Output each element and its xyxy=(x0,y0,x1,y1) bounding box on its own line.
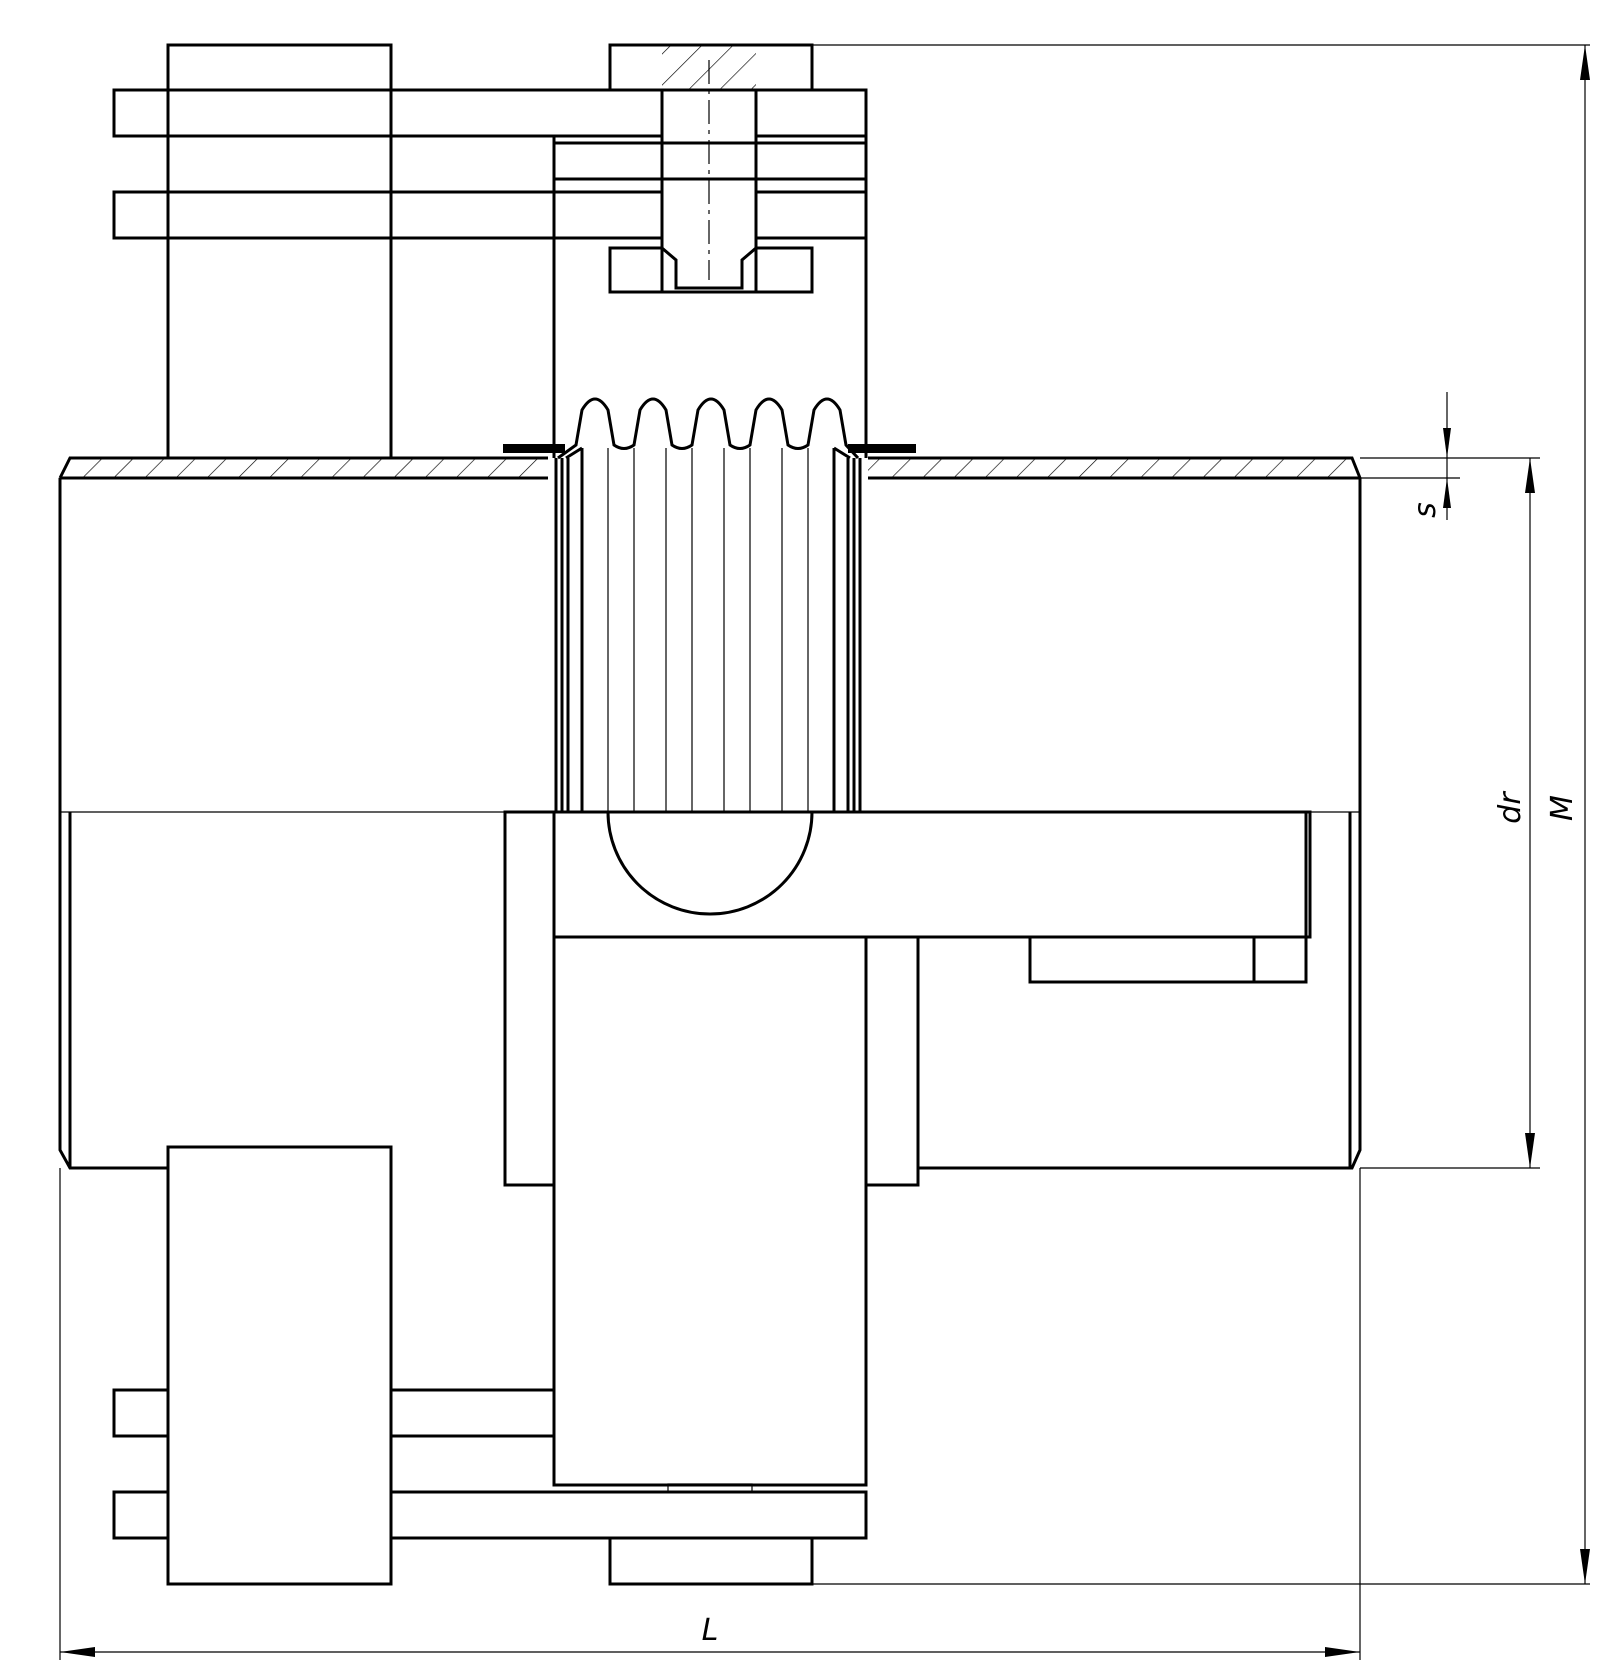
right-guide xyxy=(864,935,920,1187)
bellows-convolutions xyxy=(557,397,860,460)
center-block xyxy=(552,935,868,1487)
upper-left-post-cap xyxy=(166,43,393,92)
pipe-right-outline xyxy=(868,456,1362,1170)
weld-left xyxy=(503,444,565,453)
bellows xyxy=(503,397,916,916)
bottom-nut xyxy=(608,1536,814,1586)
bellows-inner-right xyxy=(833,446,851,460)
sleeve-step xyxy=(1028,812,1308,984)
pipe-left-outline xyxy=(58,456,548,1170)
left-guide xyxy=(503,810,556,1187)
upper-plate-1-right xyxy=(754,88,868,138)
bolt xyxy=(660,88,758,290)
lower-nut-right xyxy=(754,246,814,294)
bolt-end xyxy=(667,1483,753,1492)
dimensions: M dr s L xyxy=(59,44,1590,1660)
dim-s-label: s xyxy=(1408,502,1443,518)
upper-assembly xyxy=(112,43,868,458)
lower-rod-2-left xyxy=(112,1490,170,1540)
pipe-wall-right-hatch xyxy=(868,458,1360,478)
pipe-wall-left-hatch xyxy=(60,458,548,478)
dim-dr-label: dr xyxy=(1493,791,1528,824)
bellows-plies xyxy=(554,448,862,812)
lower-rod-1-right xyxy=(389,1388,556,1438)
spacer-right xyxy=(754,141,868,181)
lower-rod-1-left xyxy=(112,1388,170,1438)
upper-plate-1 xyxy=(112,88,664,138)
bellows-semicircle xyxy=(606,811,814,916)
dim-l-label: L xyxy=(702,1613,719,1648)
upper-plate-2-right xyxy=(754,190,868,240)
dim-m-label: M xyxy=(1545,795,1580,821)
spacer-left xyxy=(552,141,664,181)
bellows-inner-left xyxy=(565,446,583,460)
lower-nut-left xyxy=(608,246,664,294)
inner-sleeve xyxy=(552,810,1312,939)
lower-left-post xyxy=(166,1145,393,1586)
lower-rod-2-right xyxy=(389,1490,868,1540)
lower-assembly xyxy=(112,810,1312,1586)
weld-right xyxy=(848,444,916,453)
upper-plate-2 xyxy=(112,190,664,240)
